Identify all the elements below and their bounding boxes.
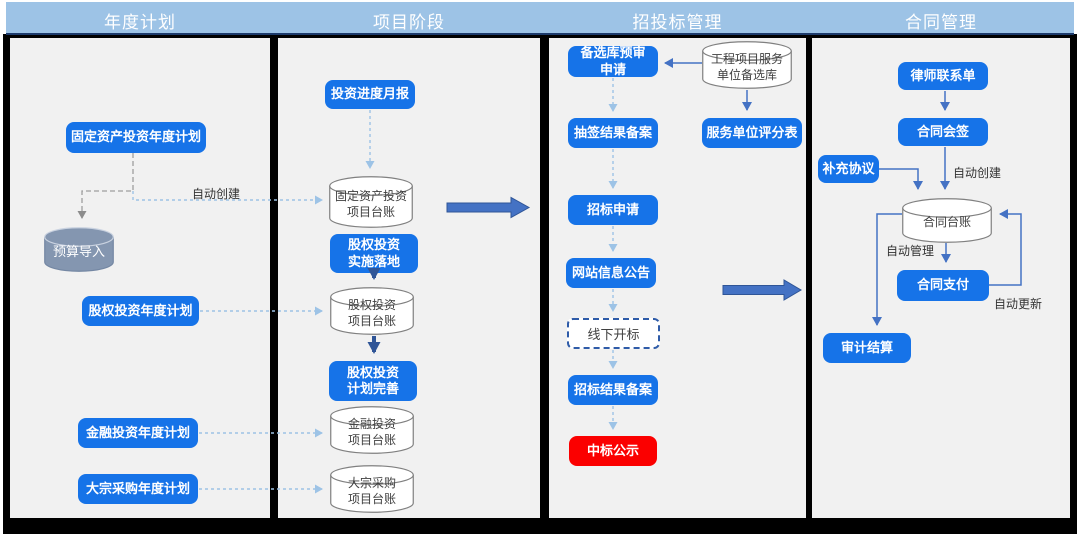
node-bidding-request: 招标申请 — [568, 195, 658, 225]
cylinder-contract-ledger: 合同台账 — [902, 198, 992, 243]
node-prequalification-request: 备选库预审 申请 — [568, 45, 658, 77]
node-contract-countersign: 合同会签 — [898, 118, 988, 146]
node-equity-plan-improve: 股权投资 计划完善 — [329, 361, 417, 401]
node-winning-bid-announcement: 中标公示 — [569, 436, 657, 466]
column-title-bidding-mgmt: 招投标管理 — [632, 13, 723, 32]
label-auto-update: 自动更新 — [994, 297, 1043, 311]
node-bulk-purchase-annual-plan: 大宗采购年度计划 — [78, 474, 198, 504]
cylinder-equity-ledger: 股权投资 项目台账 — [330, 287, 414, 335]
node-bidding-result-record: 招标结果备案 — [568, 375, 658, 405]
node-audit-settlement: 审计结算 — [823, 333, 911, 363]
cylinder-bulk-purchase-ledger: 大宗采购 项目台账 — [330, 465, 414, 513]
node-contract-payment: 合同支付 — [897, 270, 989, 301]
node-lottery-result-record: 抽签结果备案 — [568, 118, 658, 148]
cylinder-financial-ledger: 金融投资 项目台账 — [330, 406, 414, 454]
label-auto-create-2: 自动创建 — [953, 166, 1002, 180]
cylinder-budget-import: 预算导入 — [44, 227, 114, 272]
node-equity-annual-plan: 股权投资年度计划 — [82, 296, 199, 326]
column-title-contract-mgmt: 合同管理 — [905, 13, 977, 32]
node-equity-implementation: 股权投资 实施落地 — [330, 234, 418, 273]
cylinder-service-unit-pool: 工程项目服务 单位备选库 — [702, 41, 792, 89]
column-title-project-phase: 项目阶段 — [373, 13, 445, 32]
node-website-announcement: 网站信息公告 — [566, 258, 656, 288]
node-supplementary-agreement: 补充协议 — [818, 155, 879, 183]
node-lawyer-contact-sheet: 律师联系单 — [898, 62, 988, 90]
node-service-unit-score: 服务单位评分表 — [702, 118, 802, 148]
node-offline-bid-opening: 线下开标 — [567, 318, 660, 349]
label-auto-create-1: 自动创建 — [192, 187, 241, 201]
node-financial-annual-plan: 金融投资年度计划 — [78, 418, 198, 448]
label-auto-manage: 自动管理 — [886, 244, 935, 258]
cylinder-fixed-asset-ledger: 固定资产投资 项目台账 — [329, 176, 413, 228]
column-title-annual-plan: 年度计划 — [104, 13, 176, 32]
node-investment-monthly-report: 投资进度月报 — [325, 80, 415, 109]
node-fixed-asset-annual-plan: 固定资产投资年度计划 — [66, 122, 206, 153]
header-bar: 年度计划 项目阶段 招投标管理 合同管理 — [6, 2, 1074, 35]
